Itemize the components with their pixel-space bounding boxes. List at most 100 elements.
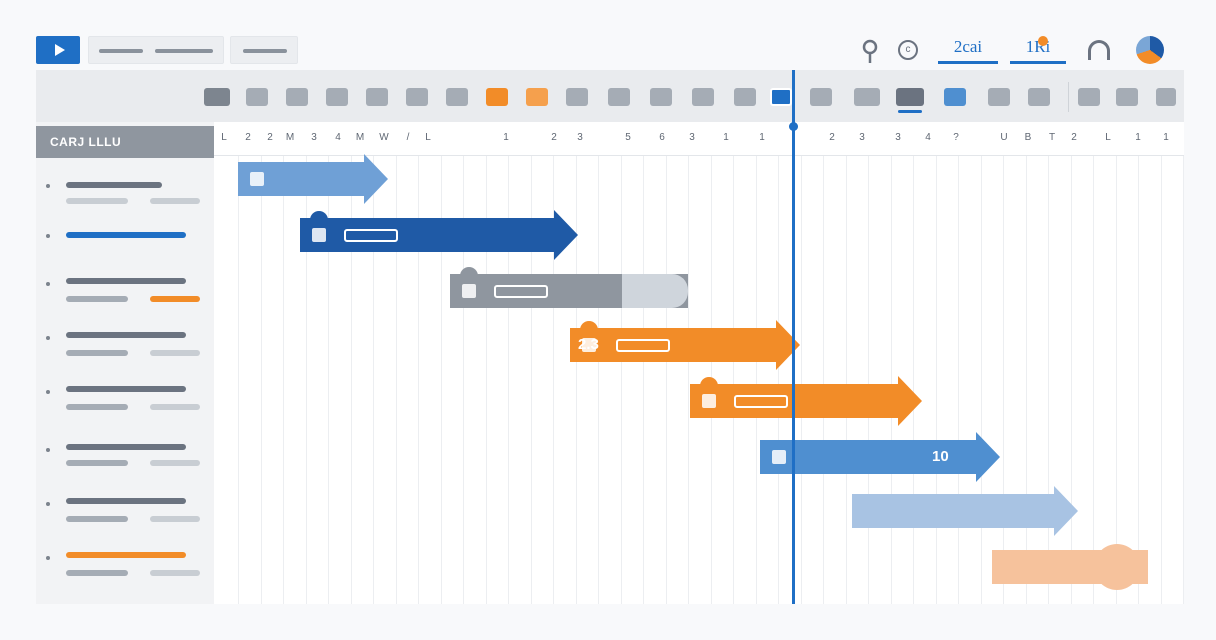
toolbar-button-4[interactable] <box>326 88 348 106</box>
timeline-tick: 2 <box>245 132 251 143</box>
toolbar-button-10[interactable] <box>650 88 672 106</box>
task-list-item-7[interactable] <box>36 498 214 542</box>
timeline-gridline <box>238 156 239 604</box>
timeline-gridline <box>1116 156 1117 604</box>
toolbar-button-selected[interactable] <box>770 88 792 106</box>
task-list-item-8[interactable] <box>36 552 214 596</box>
timeline-tick: 2 <box>829 132 835 143</box>
task-bar[interactable] <box>852 486 1078 536</box>
timeline-gridline <box>553 156 554 604</box>
task-bar[interactable] <box>992 544 1148 590</box>
toolbar-button-17[interactable] <box>988 88 1010 106</box>
task-progress-pill <box>734 395 788 408</box>
timeline-gridline <box>576 156 577 604</box>
toolbar-button-14[interactable] <box>854 88 880 106</box>
arch-icon[interactable] <box>1088 40 1110 60</box>
timeline-gridline <box>621 156 622 604</box>
task-arrow-head <box>364 154 388 204</box>
toolbar-button-11[interactable] <box>692 88 714 106</box>
timeline-gridline <box>1138 156 1139 604</box>
task-bar[interactable]: 2.3 <box>570 320 800 370</box>
toolbar-button-21[interactable] <box>1156 88 1176 106</box>
toolbar-button-13[interactable] <box>810 88 832 106</box>
task-icon <box>582 338 596 352</box>
toolbar-button-3[interactable] <box>286 88 308 106</box>
timeline-gridline <box>508 156 509 604</box>
task-list-header: CARJ LLLU <box>36 126 214 158</box>
task-icon <box>702 394 716 408</box>
task-bar[interactable]: 10 <box>760 432 1000 482</box>
timeline-gridline <box>1183 156 1184 604</box>
toolbar-button-5[interactable] <box>366 88 388 106</box>
toolbar-button-orange-1[interactable] <box>486 88 508 106</box>
task-arrow-head <box>776 320 800 370</box>
timeline-gridline <box>868 156 869 604</box>
today-marker[interactable] <box>792 70 795 604</box>
link-tab-2[interactable]: 1Ri <box>1010 36 1066 64</box>
toolbar-button-19[interactable] <box>1078 88 1100 106</box>
toolbar-button-20[interactable] <box>1116 88 1138 106</box>
timeline-gridline <box>801 156 802 604</box>
timeline-tick: 1 <box>759 132 765 143</box>
timeline-tick: 3 <box>689 132 695 143</box>
toolbar-button-8[interactable] <box>566 88 588 106</box>
toolbar-button-12[interactable] <box>734 88 756 106</box>
task-list-item-6[interactable] <box>36 442 214 486</box>
timeline-tick: 4 <box>925 132 931 143</box>
timeline-tick: 1 <box>723 132 729 143</box>
avatar[interactable] <box>1136 36 1164 64</box>
timeline-gridline <box>958 156 959 604</box>
clock-icon[interactable]: c <box>898 40 918 60</box>
link-tab-1[interactable]: 2cai <box>938 36 998 64</box>
task-bar[interactable] <box>238 154 388 204</box>
toolbar-separator <box>1068 82 1069 112</box>
pin-icon[interactable] <box>860 38 880 64</box>
timeline-gridline <box>733 156 734 604</box>
toolbar-button-15[interactable] <box>896 88 924 106</box>
toolbar-button-9[interactable] <box>608 88 630 106</box>
toolbar-button-7[interactable] <box>446 88 468 106</box>
timeline-gridline <box>936 156 937 604</box>
task-list-item-1[interactable] <box>36 174 214 218</box>
timeline-gridline <box>486 156 487 604</box>
task-list-item-2[interactable] <box>36 228 214 272</box>
timeline-tick: L <box>425 132 431 143</box>
task-list-item-3[interactable] <box>36 274 214 318</box>
task-bar[interactable] <box>690 376 922 426</box>
timeline-tick: 3 <box>895 132 901 143</box>
top-tab-1[interactable] <box>88 36 224 64</box>
toolbar-button-1[interactable] <box>204 88 230 106</box>
timeline-gridline <box>261 156 262 604</box>
toolbar-button-6[interactable] <box>406 88 428 106</box>
timeline-tick: B <box>1024 132 1032 143</box>
today-handle[interactable] <box>789 122 798 131</box>
play-icon <box>54 44 65 56</box>
task-bar[interactable] <box>300 210 578 260</box>
toolbar-button-16[interactable] <box>944 88 966 106</box>
toolbar-button-18[interactable] <box>1028 88 1050 106</box>
toolbar-button-2[interactable] <box>246 88 268 106</box>
timeline-gridline <box>598 156 599 604</box>
task-icon <box>312 228 326 242</box>
task-list-item-4[interactable] <box>36 330 214 374</box>
timeline-gridline <box>981 156 982 604</box>
task-bar[interactable] <box>450 267 688 308</box>
task-progress-pill <box>344 229 398 242</box>
task-progress-pill <box>616 339 670 352</box>
play-button[interactable] <box>36 36 80 64</box>
timeline-tick: L <box>1105 132 1111 143</box>
top-tab-2[interactable] <box>230 36 298 64</box>
task-arrow-head <box>898 376 922 426</box>
toolbar-button-orange-2[interactable] <box>526 88 548 106</box>
timeline-gridline <box>891 156 892 604</box>
task-progress-pill <box>494 285 548 298</box>
task-list-item-5[interactable] <box>36 386 214 430</box>
task-icon <box>462 284 476 298</box>
task-list-panel: CARJ LLLU <box>36 122 214 604</box>
task-arrow-head <box>976 432 1000 482</box>
timeline-gridline <box>756 156 757 604</box>
timeline-gridline <box>306 156 307 604</box>
